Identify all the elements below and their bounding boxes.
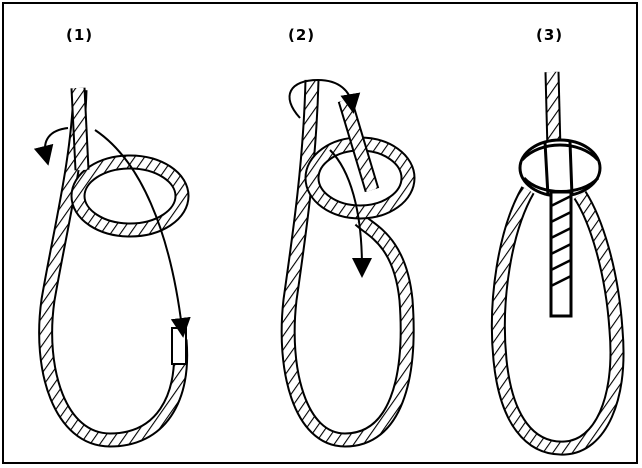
arrow-curl-1 bbox=[45, 128, 68, 156]
knot-body-3 bbox=[520, 140, 600, 196]
rope-tail-3 bbox=[551, 192, 571, 316]
rope-end-1 bbox=[172, 328, 186, 364]
rope-step-3 bbox=[498, 72, 617, 448]
rope-loop-1 bbox=[46, 90, 181, 440]
rope-step-2 bbox=[288, 80, 408, 440]
rope-step-1 bbox=[45, 88, 186, 440]
